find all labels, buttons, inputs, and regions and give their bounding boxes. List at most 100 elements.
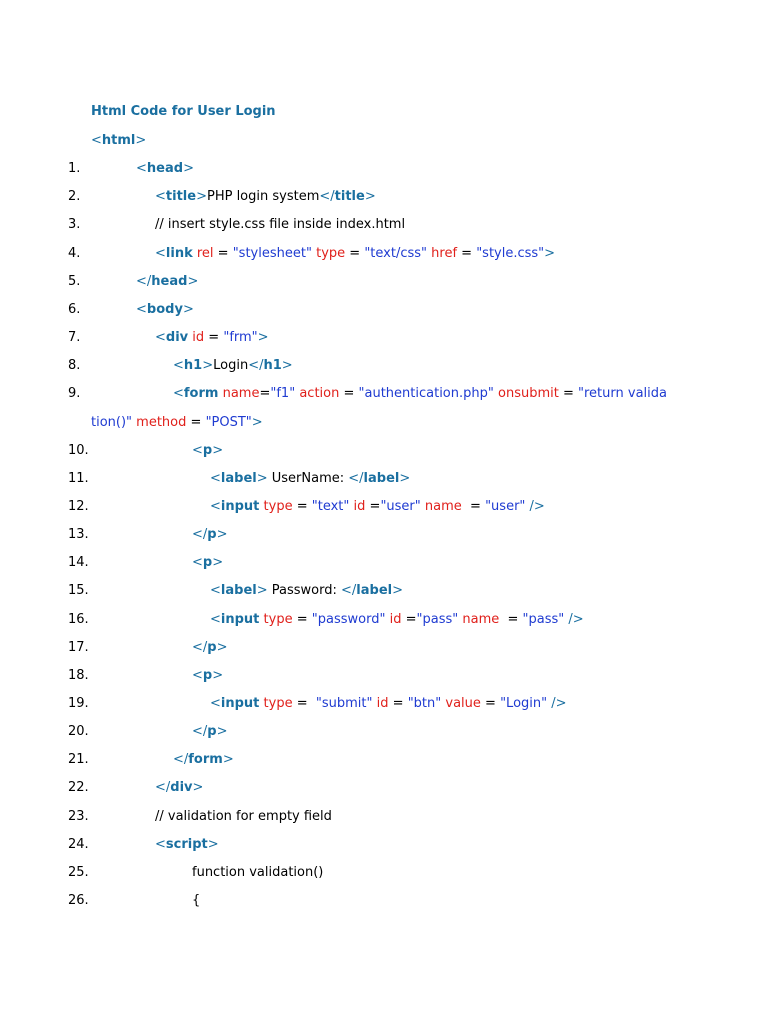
tag-name: p [202,668,213,683]
line-number: 17. [68,640,89,655]
tag-bracket: < [210,612,221,627]
code-text: <label> Password: </label> [210,581,403,601]
tag-name: input [220,696,260,711]
code-token: = [292,696,316,711]
attribute-value: "style.css" [476,246,545,261]
tag-name: title [165,189,197,204]
tag-bracket: > [207,837,219,852]
line-number: 9. [68,386,81,401]
tag-bracket: </ [192,640,208,655]
attribute-value: "text/css" [364,246,428,261]
tag-bracket: < [210,499,221,514]
code-line: 25.function validation() [0,863,768,883]
code-line: 10.<p> [0,441,768,461]
code-line: 26.{ [0,891,768,911]
tag-name: head [146,161,184,176]
attribute-name: method [136,415,187,430]
code-line: 5. </head> [0,272,768,292]
code-text: <p> [192,553,223,573]
tag-bracket: > [183,161,194,176]
attribute-value: "f1" [270,386,296,401]
code-line: 19. <input type = "submit" id = "btn" val… [0,694,768,714]
attribute-value: "pass" [522,612,565,627]
attribute-value: "user" [380,499,421,514]
line-number: 12. [68,499,89,514]
code-text: <head> [136,159,194,179]
tag-bracket: > [196,189,207,204]
tag-bracket: > [544,246,556,261]
code-token: = [388,696,408,711]
attribute-value: "stylesheet" [232,246,312,261]
code-text: <input type = "submit" id = "btn" value … [210,694,567,714]
line-number: 19. [68,696,89,711]
code-text: </form> [173,750,234,770]
tag-name: html [101,133,136,148]
tag-bracket: < [173,358,184,373]
attribute-name: type [263,696,293,711]
page-title: Html Code for User Login [91,104,276,119]
tag-bracket: < [155,246,166,261]
tag-name: label [363,471,400,486]
code-line: 9.<form name="f1" action = "authenticati… [0,384,768,404]
line-number: 7. [68,330,81,345]
code-line: 20.</p> [0,722,768,742]
tag-bracket: > [192,780,204,795]
code-token: = [213,246,233,261]
attribute-name: type [263,612,293,627]
code-text: tion()" method = "POST"> [91,413,263,433]
attribute-name: href [431,246,458,261]
tag-name: div [170,780,193,795]
tag-bracket: /> [529,499,545,514]
attribute-value: "text" [311,499,350,514]
attribute-value: "user" [485,499,526,514]
code-line: 17. </p> [0,638,768,658]
line-number: 11. [68,471,89,486]
code-line: 7.<div id = "frm"> [0,328,768,348]
tag-bracket: < [210,471,221,486]
tag-bracket: > [256,583,268,598]
code-text: <title>PHP login system</title> [155,187,376,207]
attribute-value: "return valida [578,386,667,401]
line-number: 21. [68,752,89,767]
tag-bracket: /> [568,612,584,627]
attribute-name: rel [196,246,214,261]
line-number: 20. [68,724,89,739]
code-text: function validation() [192,863,323,883]
code-line: 8.<h1>Login</h1> [0,356,768,376]
tag-name: script [165,837,208,852]
tag-bracket: </ [248,358,264,373]
attribute-value: tion()" [91,415,133,430]
line-number: 2. [68,189,81,204]
code-token: = [186,415,206,430]
code-token: = [401,612,417,627]
code-token: = [204,330,224,345]
tag-bracket: </ [136,274,152,289]
tag-name: link [165,246,193,261]
code-line: 23.// validation for empty field [0,807,768,827]
tag-bracket: > [187,274,199,289]
code-text: <html> [91,131,146,151]
tag-bracket: > [399,471,411,486]
tag-bracket: </ [192,724,208,739]
code-token: = [558,386,579,401]
tag-bracket: > [392,583,403,598]
attribute-value: "frm" [223,330,258,345]
attribute-name: type [263,499,293,514]
code-text: </div> [155,778,203,798]
tag-name: form [183,386,219,401]
code-text: </head> [136,272,198,292]
attribute-name: onsubmit [498,386,559,401]
attribute-value: "password" [311,612,386,627]
tag-bracket: > [212,555,224,570]
line-number: 5. [68,274,81,289]
code-line: 13.</p> [0,525,768,545]
code-text: </p> [192,638,228,658]
tag-name: input [220,499,260,514]
code-token: Login [213,358,249,373]
attribute-name: id [376,696,389,711]
tag-bracket: > [222,752,234,767]
tag-bracket: </ [192,527,208,542]
tag-bracket: < [155,837,166,852]
tag-bracket: </ [155,780,171,795]
line-number: 18. [68,668,89,683]
